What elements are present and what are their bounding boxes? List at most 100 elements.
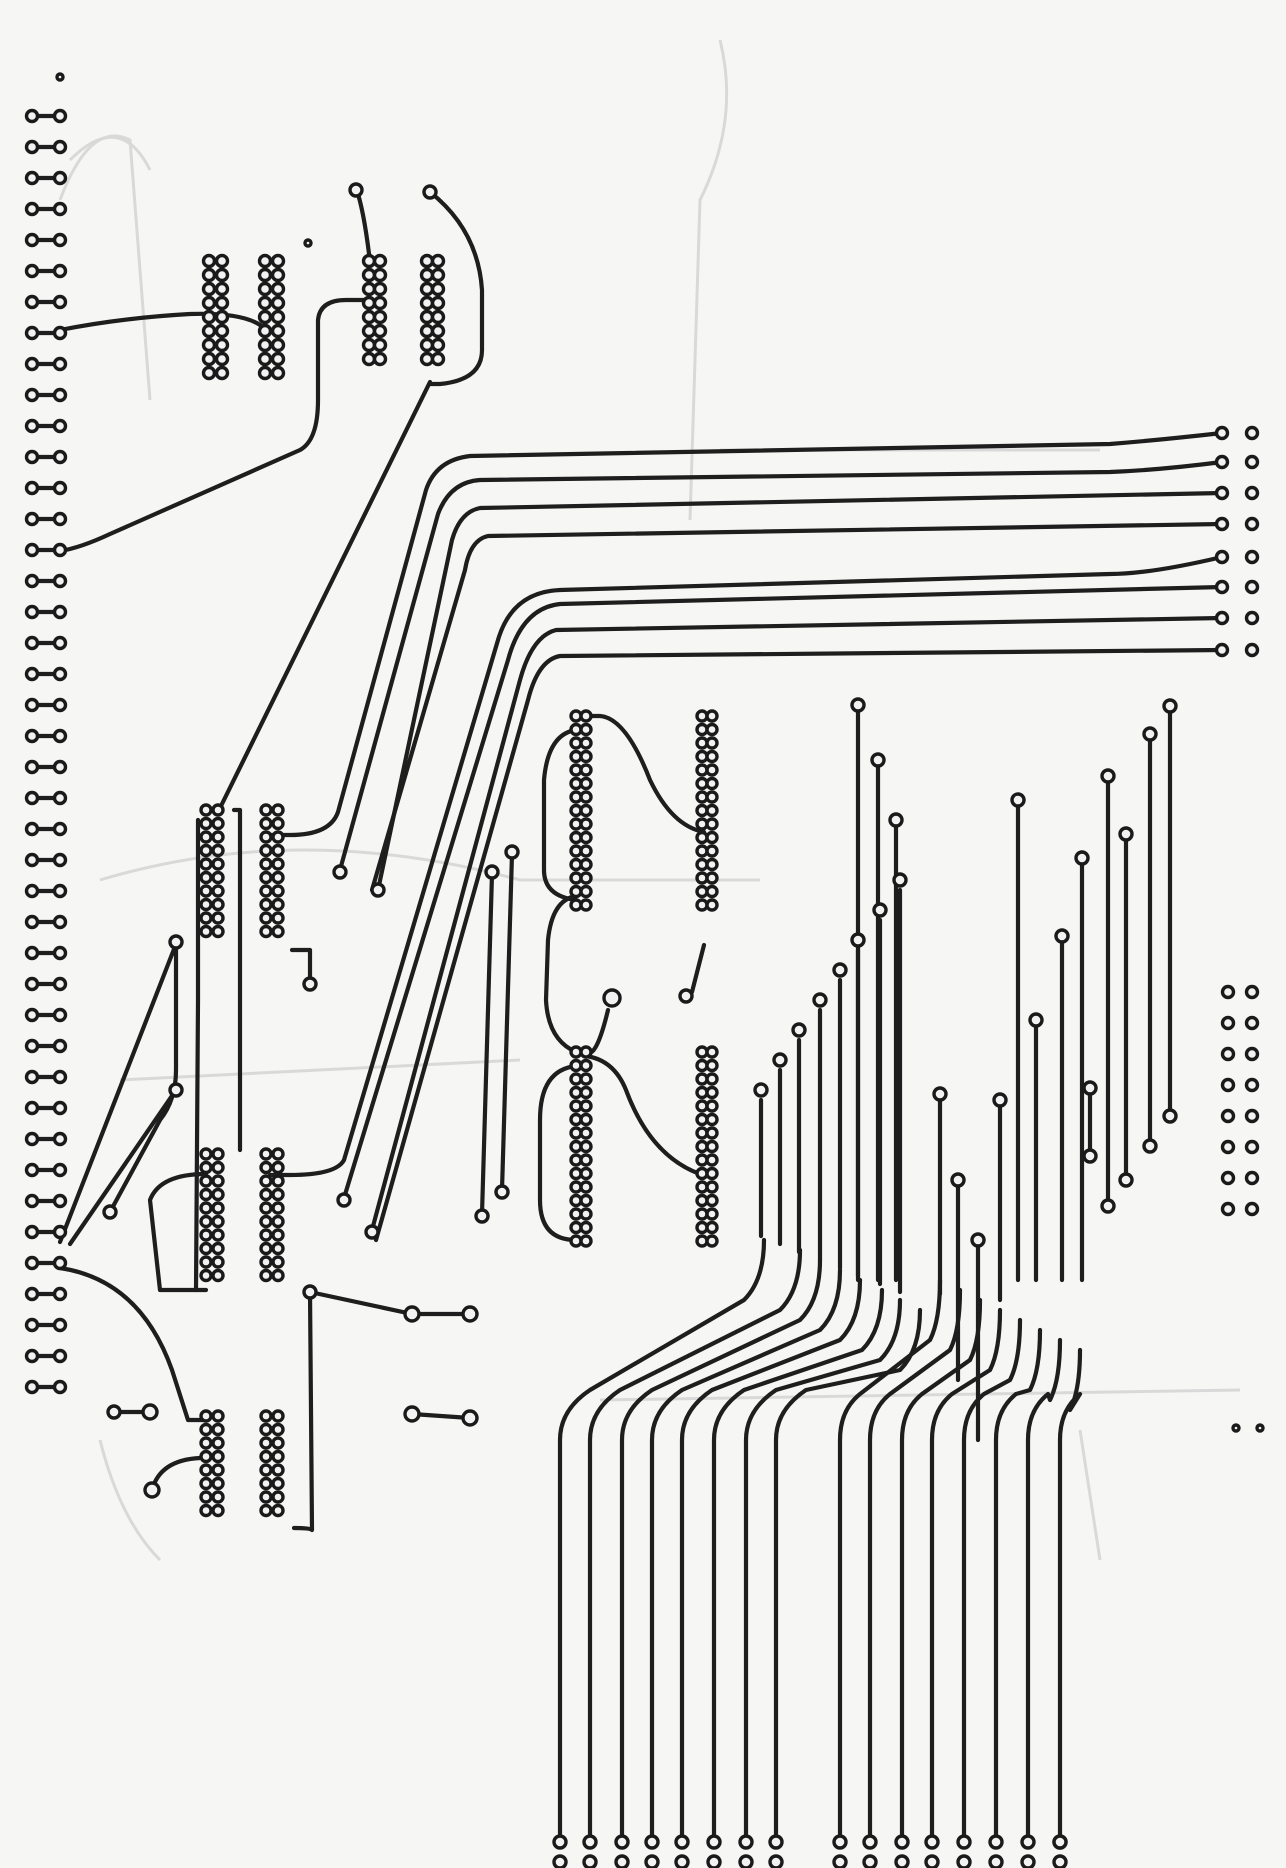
copper-trace — [353, 185, 373, 265]
solder-pad — [201, 281, 217, 297]
solder-pad — [1100, 1198, 1116, 1214]
solder-pad — [270, 337, 286, 353]
solder-pad — [1244, 1015, 1260, 1031]
solder-pad — [705, 722, 719, 737]
solder-pad — [24, 1348, 40, 1364]
solder-pad — [1214, 610, 1230, 626]
solder-pad — [211, 1174, 225, 1188]
solder-pad — [259, 843, 273, 858]
solder-pad — [850, 697, 866, 713]
solder-pad — [579, 803, 593, 818]
solder-pad — [1214, 579, 1230, 595]
solder-pad — [257, 337, 273, 353]
solder-pad — [201, 323, 217, 339]
solder-pad — [199, 830, 213, 844]
solder-pad — [199, 1422, 213, 1437]
solder-pad — [705, 763, 719, 777]
solder-pad — [579, 1166, 593, 1181]
solder-pad — [24, 1379, 40, 1395]
solder-pad — [52, 511, 68, 527]
solder-pad — [430, 295, 446, 311]
solder-pad — [24, 852, 40, 868]
solder-pad — [201, 351, 217, 367]
solder-pad — [211, 1241, 225, 1256]
solder-pad — [1244, 1108, 1260, 1124]
solder-pad — [302, 1284, 318, 1300]
solder-pad — [579, 1139, 593, 1154]
solder-pad — [579, 790, 593, 804]
solder-pad — [199, 1187, 213, 1202]
solder-pad — [705, 1234, 719, 1248]
solder-pad — [257, 323, 273, 339]
solder-pad — [259, 1214, 273, 1229]
solder-pad — [259, 1174, 273, 1188]
solder-pad — [956, 1854, 972, 1868]
solder-pad — [259, 1463, 273, 1477]
solder-pad — [832, 1854, 848, 1868]
solder-pad — [430, 351, 446, 367]
solder-pad — [24, 201, 40, 217]
solder-pad — [705, 1193, 719, 1208]
solder-pad — [52, 1255, 68, 1271]
solder-pad — [579, 763, 593, 777]
solder-pad — [199, 1490, 213, 1504]
solder-pad — [738, 1834, 754, 1850]
solder-pad — [504, 844, 520, 860]
solder-pad — [52, 387, 68, 403]
copper-trace — [583, 1053, 709, 1179]
solder-pad — [24, 418, 40, 434]
solder-pad — [24, 1069, 40, 1085]
solder-pad — [552, 1854, 568, 1868]
solder-pad — [52, 263, 68, 279]
solder-pad — [832, 1834, 848, 1850]
solder-pad — [271, 1241, 285, 1256]
solder-pad — [52, 1193, 68, 1209]
solder-pad — [271, 924, 285, 939]
solder-pad — [644, 1854, 660, 1868]
solder-pad — [372, 281, 388, 297]
solder-pad — [201, 365, 217, 381]
solder-pad — [430, 253, 446, 269]
solder-pad — [372, 295, 388, 311]
solder-pad — [956, 1834, 972, 1850]
solder-pad — [705, 1058, 719, 1073]
solder-pad — [24, 511, 40, 527]
solder-pad — [24, 697, 40, 713]
solder-pad — [270, 281, 286, 297]
solder-pad — [602, 988, 622, 1008]
solder-pad — [24, 1255, 40, 1271]
solder-pad — [950, 1172, 966, 1188]
solder-pad — [143, 1481, 161, 1499]
solder-pad — [705, 1166, 719, 1181]
solder-pad — [372, 323, 388, 339]
solder-pad — [738, 1854, 754, 1868]
solder-pad — [24, 821, 40, 837]
solder-pad — [199, 843, 213, 858]
solder-pad — [199, 1409, 213, 1423]
solder-pad — [579, 709, 593, 723]
solder-pad — [706, 1834, 722, 1850]
solder-pad — [259, 1187, 273, 1202]
solder-pad — [201, 253, 217, 269]
copper-trace — [537, 1063, 579, 1243]
solder-pad — [259, 1268, 273, 1283]
solder-pad — [259, 1449, 273, 1464]
solder-pad — [1118, 1172, 1134, 1188]
solder-pad — [201, 267, 217, 283]
solder-pad — [1214, 485, 1230, 501]
solder-pad — [1244, 549, 1260, 565]
solder-pad — [211, 843, 225, 858]
solder-pad — [259, 857, 273, 871]
solder-pad — [199, 816, 213, 831]
solder-pad — [24, 945, 40, 961]
solder-pad — [1244, 485, 1260, 501]
solder-pad — [271, 816, 285, 831]
solder-pad — [24, 1162, 40, 1178]
solder-pad — [372, 267, 388, 283]
solder-pad — [211, 1476, 225, 1491]
solder-pad — [211, 1449, 225, 1464]
solder-pad — [259, 1422, 273, 1437]
solder-pad — [214, 281, 230, 297]
solder-pad — [199, 911, 213, 925]
solder-pad — [52, 1100, 68, 1116]
